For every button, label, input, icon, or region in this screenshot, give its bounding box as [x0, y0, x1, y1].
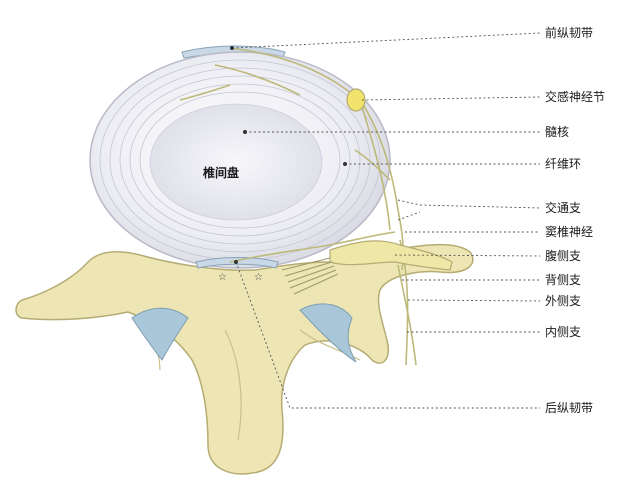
- nucleus-dot: [243, 130, 247, 134]
- sympathetic-ganglion-shape: [346, 88, 366, 112]
- label-sinuvertebral-nerve: 窦椎神经: [545, 225, 594, 239]
- label-lateral-branch: 外侧支: [545, 294, 582, 308]
- label-posterior-ligament: 后纵韧带: [545, 401, 594, 415]
- nucleus-pulposus: [149, 103, 323, 221]
- annulus-dot: [343, 162, 347, 166]
- spinal-nerve-root: [329, 240, 453, 271]
- label-ventral-ramus: 腹侧支: [545, 249, 582, 263]
- annulus-rings: [99, 59, 381, 261]
- pll-dot: [234, 260, 238, 264]
- label-communicating-branch: 交通支: [545, 201, 582, 215]
- nerve-network: [179, 47, 417, 366]
- left-facet-cartilage: [131, 307, 189, 361]
- leader-lines: [231, 32, 541, 409]
- label-medial-branch: 内侧支: [545, 325, 582, 339]
- label-nucleus: 髓核: [545, 125, 570, 139]
- star-marker-right: ☆: [254, 272, 263, 283]
- label-anterior-ligament: 前纵韧带: [545, 26, 594, 40]
- label-annulus: 纤维环: [545, 157, 582, 171]
- label-dorsal-ramus: 背侧支: [545, 273, 582, 287]
- right-facet-cartilage: [299, 303, 357, 363]
- disc-label: 椎间盘: [203, 166, 240, 180]
- label-sympathetic-ganglion: 交感神经节: [545, 90, 606, 104]
- ligament-dot: [230, 46, 234, 50]
- nerve-rootlets: [281, 257, 339, 295]
- vertebral-arch: [15, 243, 474, 475]
- star-marker-left: ☆: [218, 272, 227, 283]
